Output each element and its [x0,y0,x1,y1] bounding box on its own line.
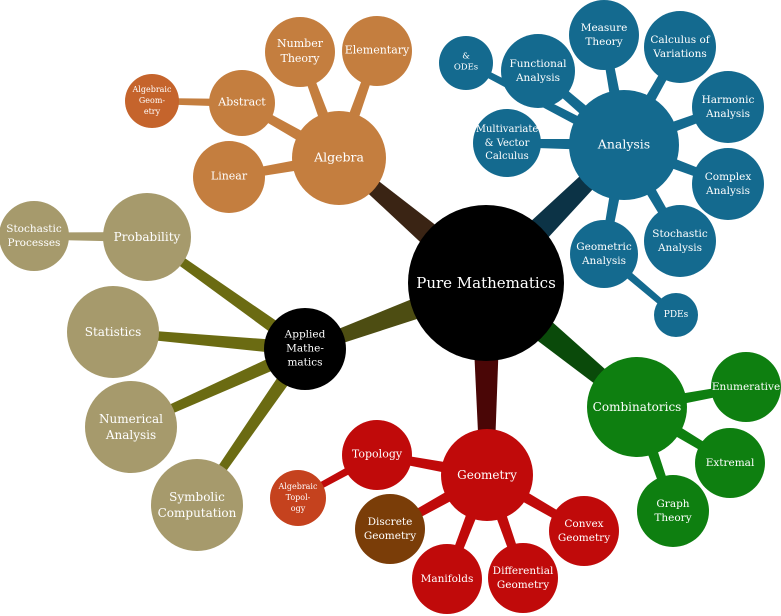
node-algebra [292,111,386,205]
node-statistics [67,286,159,378]
node-linear [193,141,265,213]
link-applied-to-symbolic-computation [193,345,311,508]
node-manifolds [412,544,482,614]
node-functional-analysis [501,34,575,108]
node-symbolic-computation [151,459,243,551]
node-complex-analysis [692,148,764,220]
node-analysis [569,90,679,200]
node-center [408,205,564,361]
node-calculus-of-variations [644,11,716,83]
node-convex-geometry [549,496,619,566]
node-measure-theory [569,0,639,70]
node-multivariate [473,109,541,177]
node-discrete-geometry [355,494,425,564]
node-applied [264,308,346,390]
node-geometric-analysis [570,220,638,288]
node-harmonic-analysis [692,71,764,143]
node-number-theory [265,17,335,87]
node-odes [439,36,493,90]
node-abstract [209,70,275,136]
node-combinatorics [587,357,687,457]
node-extremal [695,428,765,498]
node-numerical-analysis [85,381,177,473]
node-geometry [441,429,533,521]
node-stochastic-processes [0,201,69,271]
node-graph-theory [637,475,709,547]
link-applied-to-numerical-analysis [129,342,308,431]
node-stochastic-analysis [644,205,716,277]
link-applied-to-probability [144,233,310,355]
node-algebraic-topology [270,470,326,526]
node-probability [103,193,191,281]
node-algebraic-geometry [125,74,179,128]
node-differential-geometry [488,543,558,613]
link-applied-to-statistics [112,328,306,356]
node-enumerative [711,352,781,422]
node-pdes [654,293,698,337]
node-topology [342,420,412,490]
node-elementary [342,16,412,86]
